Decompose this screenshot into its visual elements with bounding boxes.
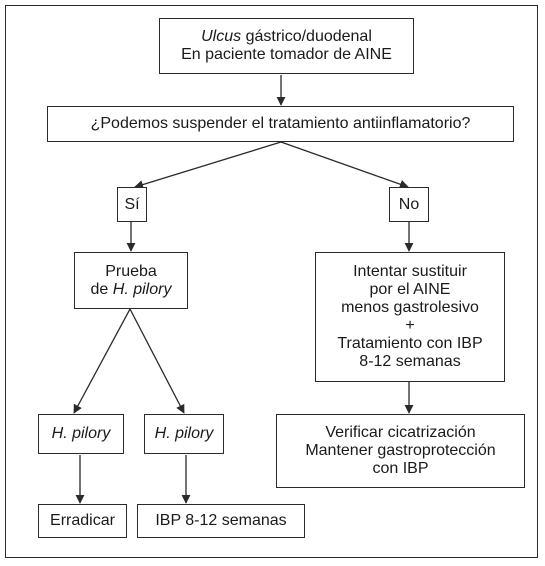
ppi-box: IBP 8-12 semanas (137, 504, 305, 538)
hp-positive-box: H. pilory (38, 414, 124, 454)
test-line-1: Prueba (105, 262, 157, 280)
ppi-label: IBP 8-12 semanas (155, 512, 287, 529)
yes-box: Sí (117, 187, 147, 222)
hp-negative-label: H. pilory (154, 425, 214, 442)
substitute-line-3: menos gastrolesivo (341, 299, 479, 316)
start-box: Ulcus gástrico/duodenal En paciente toma… (159, 18, 414, 74)
arrow-question-to-yes (134, 141, 282, 189)
hp-positive-label: H. pilory (51, 425, 111, 442)
test-box: Prueba de H. pilory (74, 252, 188, 309)
substitute-line-6: 8-12 semanas (359, 353, 461, 370)
test-hpilory-italic: H. pilory (112, 280, 172, 298)
verify-line-2: Mantener gastroprotección (305, 442, 496, 459)
start-ulcus-italic: Ulcus (201, 28, 242, 45)
hp-negative-box: H. pilory (144, 414, 224, 454)
arrow-question-to-no (280, 141, 409, 189)
diagram-frame (5, 5, 538, 558)
verify-box: Verificar cicatrización Mantener gastrop… (276, 414, 525, 488)
eradicate-box: Erradicar (38, 504, 127, 538)
substitute-line-2: por el AINE (369, 281, 451, 298)
substitute-line-1: Intentar sustituir (353, 263, 467, 280)
substitute-box: Intentar sustituir por el AINE menos gas… (315, 252, 505, 382)
test-line-2: de H. pilory (91, 281, 172, 299)
start-line-2: En paciente tomador de AINE (181, 46, 392, 63)
verify-line-1: Verificar cicatrización (325, 424, 476, 441)
start-line-1-rest: gástrico/duodenal (241, 28, 372, 45)
start-line-1: Ulcus gástrico/duodenal (201, 28, 372, 46)
question-text: ¿Podemos suspender el tratamiento antiin… (90, 115, 471, 132)
no-label: No (398, 195, 420, 213)
substitute-line-5: Tratamiento con IBP (337, 335, 483, 352)
question-box: ¿Podemos suspender el tratamiento antiin… (47, 106, 514, 142)
eradicate-label: Erradicar (50, 512, 115, 529)
arrow-test-to-hp-negative (129, 308, 185, 414)
test-line-2-prefix: de (90, 280, 113, 298)
arrow-test-to-hp-positive (73, 308, 131, 414)
verify-line-3: con IBP (372, 460, 429, 477)
no-box: No (389, 187, 429, 222)
yes-label: Sí (124, 195, 140, 213)
substitute-plus: + (405, 317, 415, 334)
